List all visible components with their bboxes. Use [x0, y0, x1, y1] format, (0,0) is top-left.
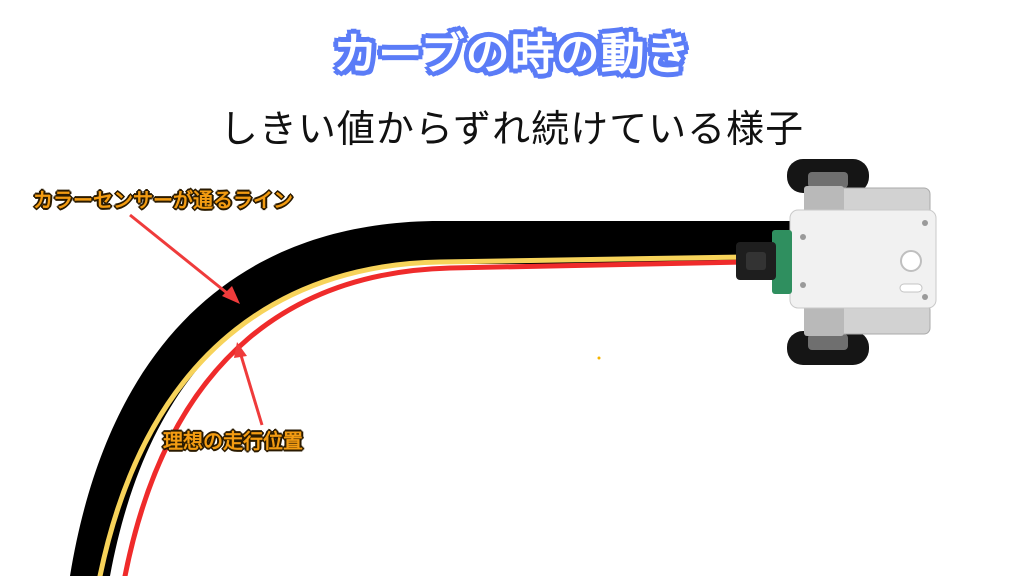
robot-sensor-mount: [772, 230, 792, 294]
sensor-arrow: [129, 213, 240, 304]
robot: [736, 159, 937, 365]
sensor-line-label: カラーセンサーが通るライン: [33, 188, 293, 212]
page-subtitle: しきい値からずれ続けている様子: [219, 107, 805, 151]
robot-bottom-frame: [804, 304, 844, 336]
robot-hub-pin: [800, 282, 806, 288]
robot-hub-slot: [899, 283, 923, 293]
robot-top-hub: [808, 172, 848, 188]
robot-hub-pin: [800, 234, 806, 240]
robot-hub-pin: [922, 294, 928, 300]
robot-color-sensor-lens: [746, 252, 766, 270]
ideal-position-label: 理想の走行位置: [163, 429, 303, 453]
black-track: [70, 221, 795, 576]
robot-hub-button: [900, 250, 922, 272]
ideal-arrow: [234, 342, 264, 426]
page-title: カーブの時の動き: [333, 29, 691, 80]
robot-bottom-hub: [808, 334, 848, 350]
ideal-running-line: [122, 259, 748, 576]
sensor-path-line: [97, 254, 748, 576]
robot-hub-pin: [922, 220, 928, 226]
stray-dot: [597, 356, 601, 360]
